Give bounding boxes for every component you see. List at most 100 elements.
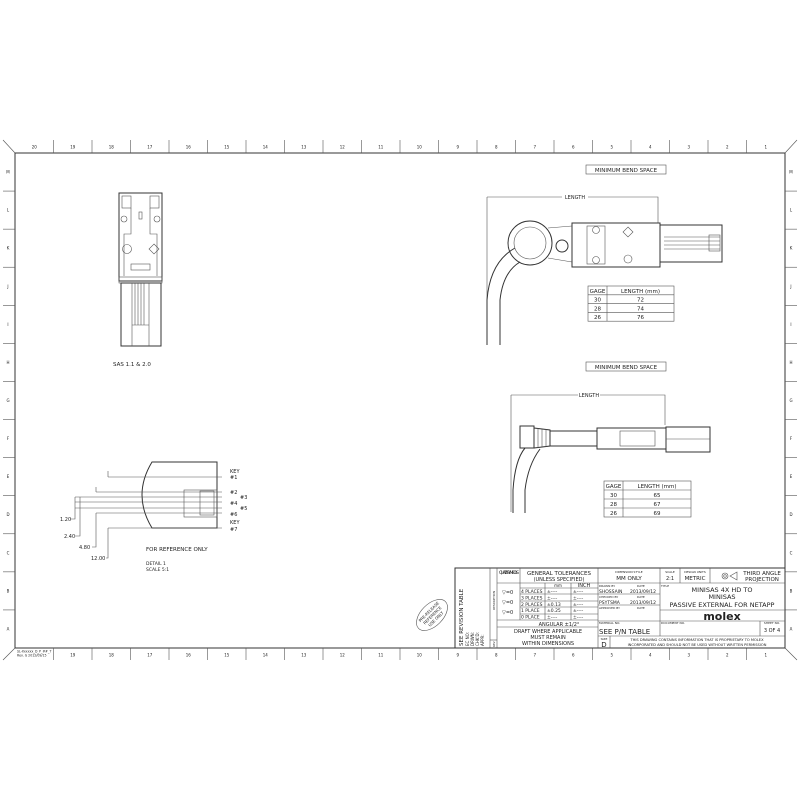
tolerance-cell: ±---- [547, 589, 558, 595]
design-units-value: METRIC [685, 576, 706, 582]
dim-4-80: 4.80 [79, 545, 90, 551]
pin-7-label: #7 [230, 527, 237, 533]
row-marker: B [790, 588, 793, 593]
length-cell: 72 [637, 298, 644, 304]
rev-col-chkd: CHK'D: [475, 632, 480, 646]
template-ref-line-2: Rev. G 2012/09/15 [17, 654, 47, 658]
column-marker: 16 [186, 145, 192, 150]
row-marker: D [789, 512, 792, 517]
title-label: TITLE [660, 584, 669, 588]
revision-table-label: SEE REVISION TABLE [459, 588, 465, 646]
detail-1-view: KEY #1 #2 #3 #4 #5 #6 KEY #7 1.20 2.40 4… [60, 461, 247, 573]
row-marker: D [6, 512, 9, 517]
draft-line-2: MUST REMAIN [530, 635, 566, 641]
length-cell: 74 [637, 306, 644, 312]
tolerance-cell: ±---- [573, 608, 584, 614]
table-header: GAGE [590, 289, 606, 295]
column-marker: 18 [109, 145, 115, 150]
quality-value-2: ▽=0 [502, 600, 513, 606]
bend-title-bottom: MINIMUM BEND SPACE [595, 365, 658, 371]
detail-scale: SCALE 5:1 [146, 567, 169, 573]
column-marker: 17 [147, 145, 153, 150]
sheet-no-label: SHEET NO. [764, 621, 780, 625]
column-marker: 19 [70, 145, 76, 150]
row-marker: I [7, 322, 8, 327]
row-marker: K [7, 246, 10, 251]
column-marker: 3 [687, 653, 690, 658]
tolerance-cell: ±---- [573, 615, 584, 621]
sheet-no-value: 3 OF 4 [764, 628, 780, 634]
tolerance-cell: ±---- [573, 602, 584, 608]
row-marker: E [790, 474, 793, 479]
pin-6-label: #6 [230, 512, 237, 518]
column-marker: 9 [456, 653, 459, 658]
rev-col-ecno: EC NO: [465, 632, 470, 646]
pin-2-label: #2 [230, 490, 237, 496]
title-line-1: MINISAS 4X HD TO [692, 586, 753, 594]
tolerance-cell: 2 PLACES [521, 602, 543, 608]
general-tolerances-label: GENERAL TOLERANCES [527, 571, 592, 577]
row-marker: L [7, 208, 10, 213]
proprietary-line-2: INCORPORATED AND SHOULD NOT BE USED WITH… [628, 643, 767, 647]
length-cell: 76 [637, 315, 644, 321]
tolerance-cell: 3 PLACES [521, 595, 543, 601]
column-marker: 1 [764, 145, 767, 150]
drawn-by-value: SHOSSAIN [599, 589, 622, 595]
column-marker: 5 [610, 145, 613, 150]
dim-1-20: 1.20 [60, 517, 71, 523]
row-marker: C [790, 550, 793, 555]
tolerance-cell: 4 PLACES [521, 589, 543, 595]
description-label: DESCRIPTION [492, 591, 496, 610]
size-value: D [601, 641, 606, 649]
drawn-by-label: DRAWN BY [599, 584, 615, 588]
length-label-top: LENGTH [565, 195, 585, 201]
column-marker: 1 [764, 653, 767, 658]
column-marker: 8 [495, 145, 498, 150]
column-marker: 16 [186, 653, 192, 658]
template-reference: SL-Xxxxxx_D_P_##_T Rev. G 2012/09/15 [17, 650, 51, 658]
projection-line-2: PROJECTION [745, 577, 779, 583]
column-marker: 8 [495, 653, 498, 658]
column-marker: 11 [378, 653, 384, 658]
table-header: LENGTH (mm) [638, 484, 677, 490]
row-marker: M [789, 170, 793, 175]
column-marker: 12 [340, 145, 346, 150]
row-marker: F [790, 436, 793, 441]
bend-title-top: MINIMUM BEND SPACE [595, 168, 658, 174]
tolerance-cell: ±0.13 [547, 602, 561, 608]
drawn-date-value: 2013/09/12 [630, 589, 656, 595]
length-cell: 65 [654, 493, 661, 499]
checked-date-label: DATE [637, 595, 645, 599]
pin-5-label: #5 [240, 506, 247, 512]
quality-value-1: ▽=0 [502, 590, 513, 596]
material-label: MATERIAL NO. [599, 621, 620, 625]
tolerance-cell: 0 PLACE [521, 615, 540, 621]
column-marker: 9 [456, 145, 459, 150]
approved-by-label: APPROVED BY [599, 606, 620, 610]
material-value: SEE P/N TABLE [599, 628, 650, 636]
checked-date-value: 2013/09/12 [630, 600, 656, 606]
row-marker: B [7, 588, 10, 593]
tolerance-cell: ±---- [573, 589, 584, 595]
column-marker: 14 [263, 653, 269, 658]
gage-cell: 26 [594, 315, 601, 321]
tolerance-cell: ±---- [547, 615, 558, 621]
proprietary-line-1: THIS DRAWING CONTAINS INFORMATION THAT I… [629, 638, 764, 642]
row-marker: A [7, 626, 10, 631]
column-marker: 7 [533, 653, 536, 658]
unless-specified-label: (UNLESS SPECIFIED) [534, 577, 585, 583]
row-marker: J [789, 284, 791, 289]
row-marker: L [790, 208, 793, 213]
pin-1-label: #1 [230, 475, 237, 481]
scale-value: 2:1 [666, 576, 674, 582]
column-marker: 3 [687, 145, 690, 150]
tolerance-cell: ±---- [573, 595, 584, 601]
table-header: LENGTH (mm) [621, 289, 660, 295]
column-marker: 15 [224, 145, 230, 150]
pin-4-label: #4 [230, 501, 237, 507]
checked-by-value: PSYTSMA [599, 600, 621, 606]
row-marker: F [7, 436, 10, 441]
gage-cell: 28 [610, 502, 617, 508]
